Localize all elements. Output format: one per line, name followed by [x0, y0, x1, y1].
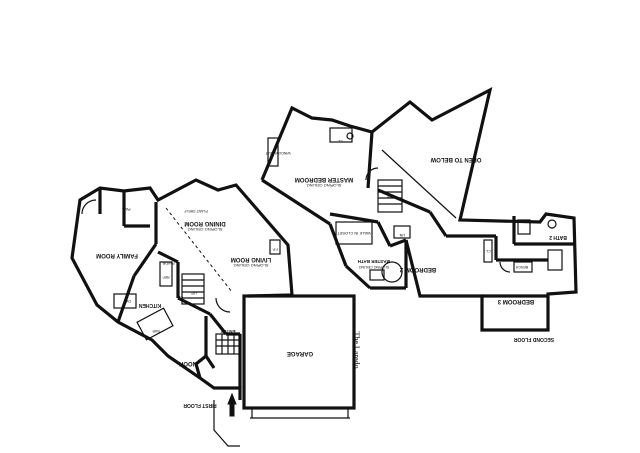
- bath2-toilet: [517, 219, 531, 235]
- dw-label: DW: [124, 299, 131, 303]
- walk-in-closet-label: WALK IN CLOSET: [337, 231, 371, 236]
- front-walk: [213, 400, 240, 447]
- entry-label: ENTRY: [220, 329, 235, 334]
- wall: [177, 296, 211, 316]
- kitchen-island: [136, 307, 174, 341]
- wall: [366, 131, 374, 189]
- door-swing: [365, 167, 379, 181]
- fireplace-label: F.P.: [272, 247, 278, 251]
- open-to-below-rail: [381, 149, 457, 219]
- bedroom-3-label: BEDROOM 3: [497, 298, 534, 304]
- wall: [428, 211, 448, 237]
- first-floor-plan: [70, 178, 294, 447]
- dining-ceiling-note: SLOPING CEILING: [188, 227, 223, 232]
- first-floor-stair: [181, 273, 205, 305]
- bath-ceiling-note: SLOPING CEILING: [358, 265, 389, 269]
- master-ceiling-note: SLOPING CEILING: [307, 183, 342, 188]
- pwdr-label: PWDR.: [161, 261, 174, 266]
- first-floor-title: FIRST FLOOR: [183, 402, 217, 408]
- master-bedroom-label: MASTER BEDROOM: [295, 176, 353, 182]
- wall: [157, 250, 179, 264]
- door-swing: [81, 199, 97, 215]
- wall: [329, 212, 379, 224]
- refrigerator: [159, 261, 173, 287]
- living-ceiling-note: SLOPING CEILING: [234, 263, 269, 268]
- open-to-below-label: OPEN TO BELOW: [430, 156, 481, 162]
- nook-label: NOOK: [178, 360, 197, 366]
- door-swing: [215, 297, 231, 313]
- pantry-label: PAN.: [121, 207, 130, 212]
- bath-tub: [381, 261, 403, 283]
- second-floor-stair: [377, 179, 403, 213]
- kitchen-counter: [113, 293, 137, 309]
- window-seat-label: WINDOW SEAT: [265, 151, 291, 155]
- wall: [116, 275, 136, 323]
- wall: [132, 243, 158, 277]
- master-fireplace: [267, 137, 279, 167]
- wall: [377, 188, 431, 214]
- bath2-tub: [547, 249, 563, 271]
- bench-label: BENCH: [515, 265, 528, 269]
- first-floor-outer-wall: [70, 178, 294, 400]
- walk-in-closet: [335, 221, 373, 245]
- toilet: [369, 269, 385, 281]
- nook-bay-window: [194, 353, 216, 379]
- bath2-sink: [547, 219, 557, 229]
- wall: [344, 264, 372, 290]
- closet-label: CL.: [177, 295, 183, 300]
- second-floor-outer-wall: [260, 86, 578, 332]
- closet-b2-label: CL.: [485, 249, 490, 253]
- plant-shelf-label: PLANT SHELF: [184, 209, 207, 213]
- wall: [328, 223, 348, 267]
- master-tub: [329, 127, 353, 143]
- bedroom2-closet: [483, 239, 493, 263]
- living-room-label: LIVING ROOM: [231, 256, 271, 262]
- linen-label: LIN.: [399, 233, 405, 237]
- dining-room-label: DINING ROOM: [184, 220, 225, 226]
- second-floor-labels: MASTER BEDROOM SLOPING CEILING OPEN TO B…: [265, 139, 567, 342]
- cl-label: CL.: [337, 139, 342, 143]
- fireplace: [269, 239, 281, 255]
- entry-tile: [215, 333, 241, 355]
- sink: [346, 132, 354, 140]
- bedroom-2-label: BEDROOM 2: [399, 266, 436, 272]
- plan-credit: The Laredo: [352, 331, 361, 368]
- entry-arrow-stem: [229, 403, 235, 417]
- ref-label: REF: [163, 275, 170, 279]
- bath-2-label: BATH 2: [549, 234, 567, 240]
- second-floor-plan: [260, 86, 578, 332]
- family-room-label: FAMILY ROOM: [96, 252, 138, 258]
- master-bath-label: MASTER BATH: [358, 259, 390, 264]
- wall: [389, 238, 407, 248]
- garage-label: GARAGE: [287, 350, 313, 356]
- kitchen-label: KITCHEN: [139, 302, 162, 308]
- wall: [261, 178, 331, 226]
- second-floor-title: SECOND FLOOR: [513, 336, 554, 342]
- down-label: DN: [387, 195, 393, 199]
- door-swing: [499, 261, 511, 273]
- up-label: UP: [191, 291, 197, 296]
- linen-closet: [393, 225, 411, 239]
- entry-arrow-icon: [227, 392, 237, 405]
- first-floor-labels: FAMILY ROOM DINING ROOM SLOPING CEILING …: [96, 207, 313, 408]
- garage-wall: [242, 294, 356, 410]
- garage: [242, 294, 356, 419]
- wall: [208, 313, 228, 335]
- counter-label: BAR: [152, 329, 160, 333]
- wall: [376, 221, 392, 247]
- bedroom3-closet: [513, 261, 533, 273]
